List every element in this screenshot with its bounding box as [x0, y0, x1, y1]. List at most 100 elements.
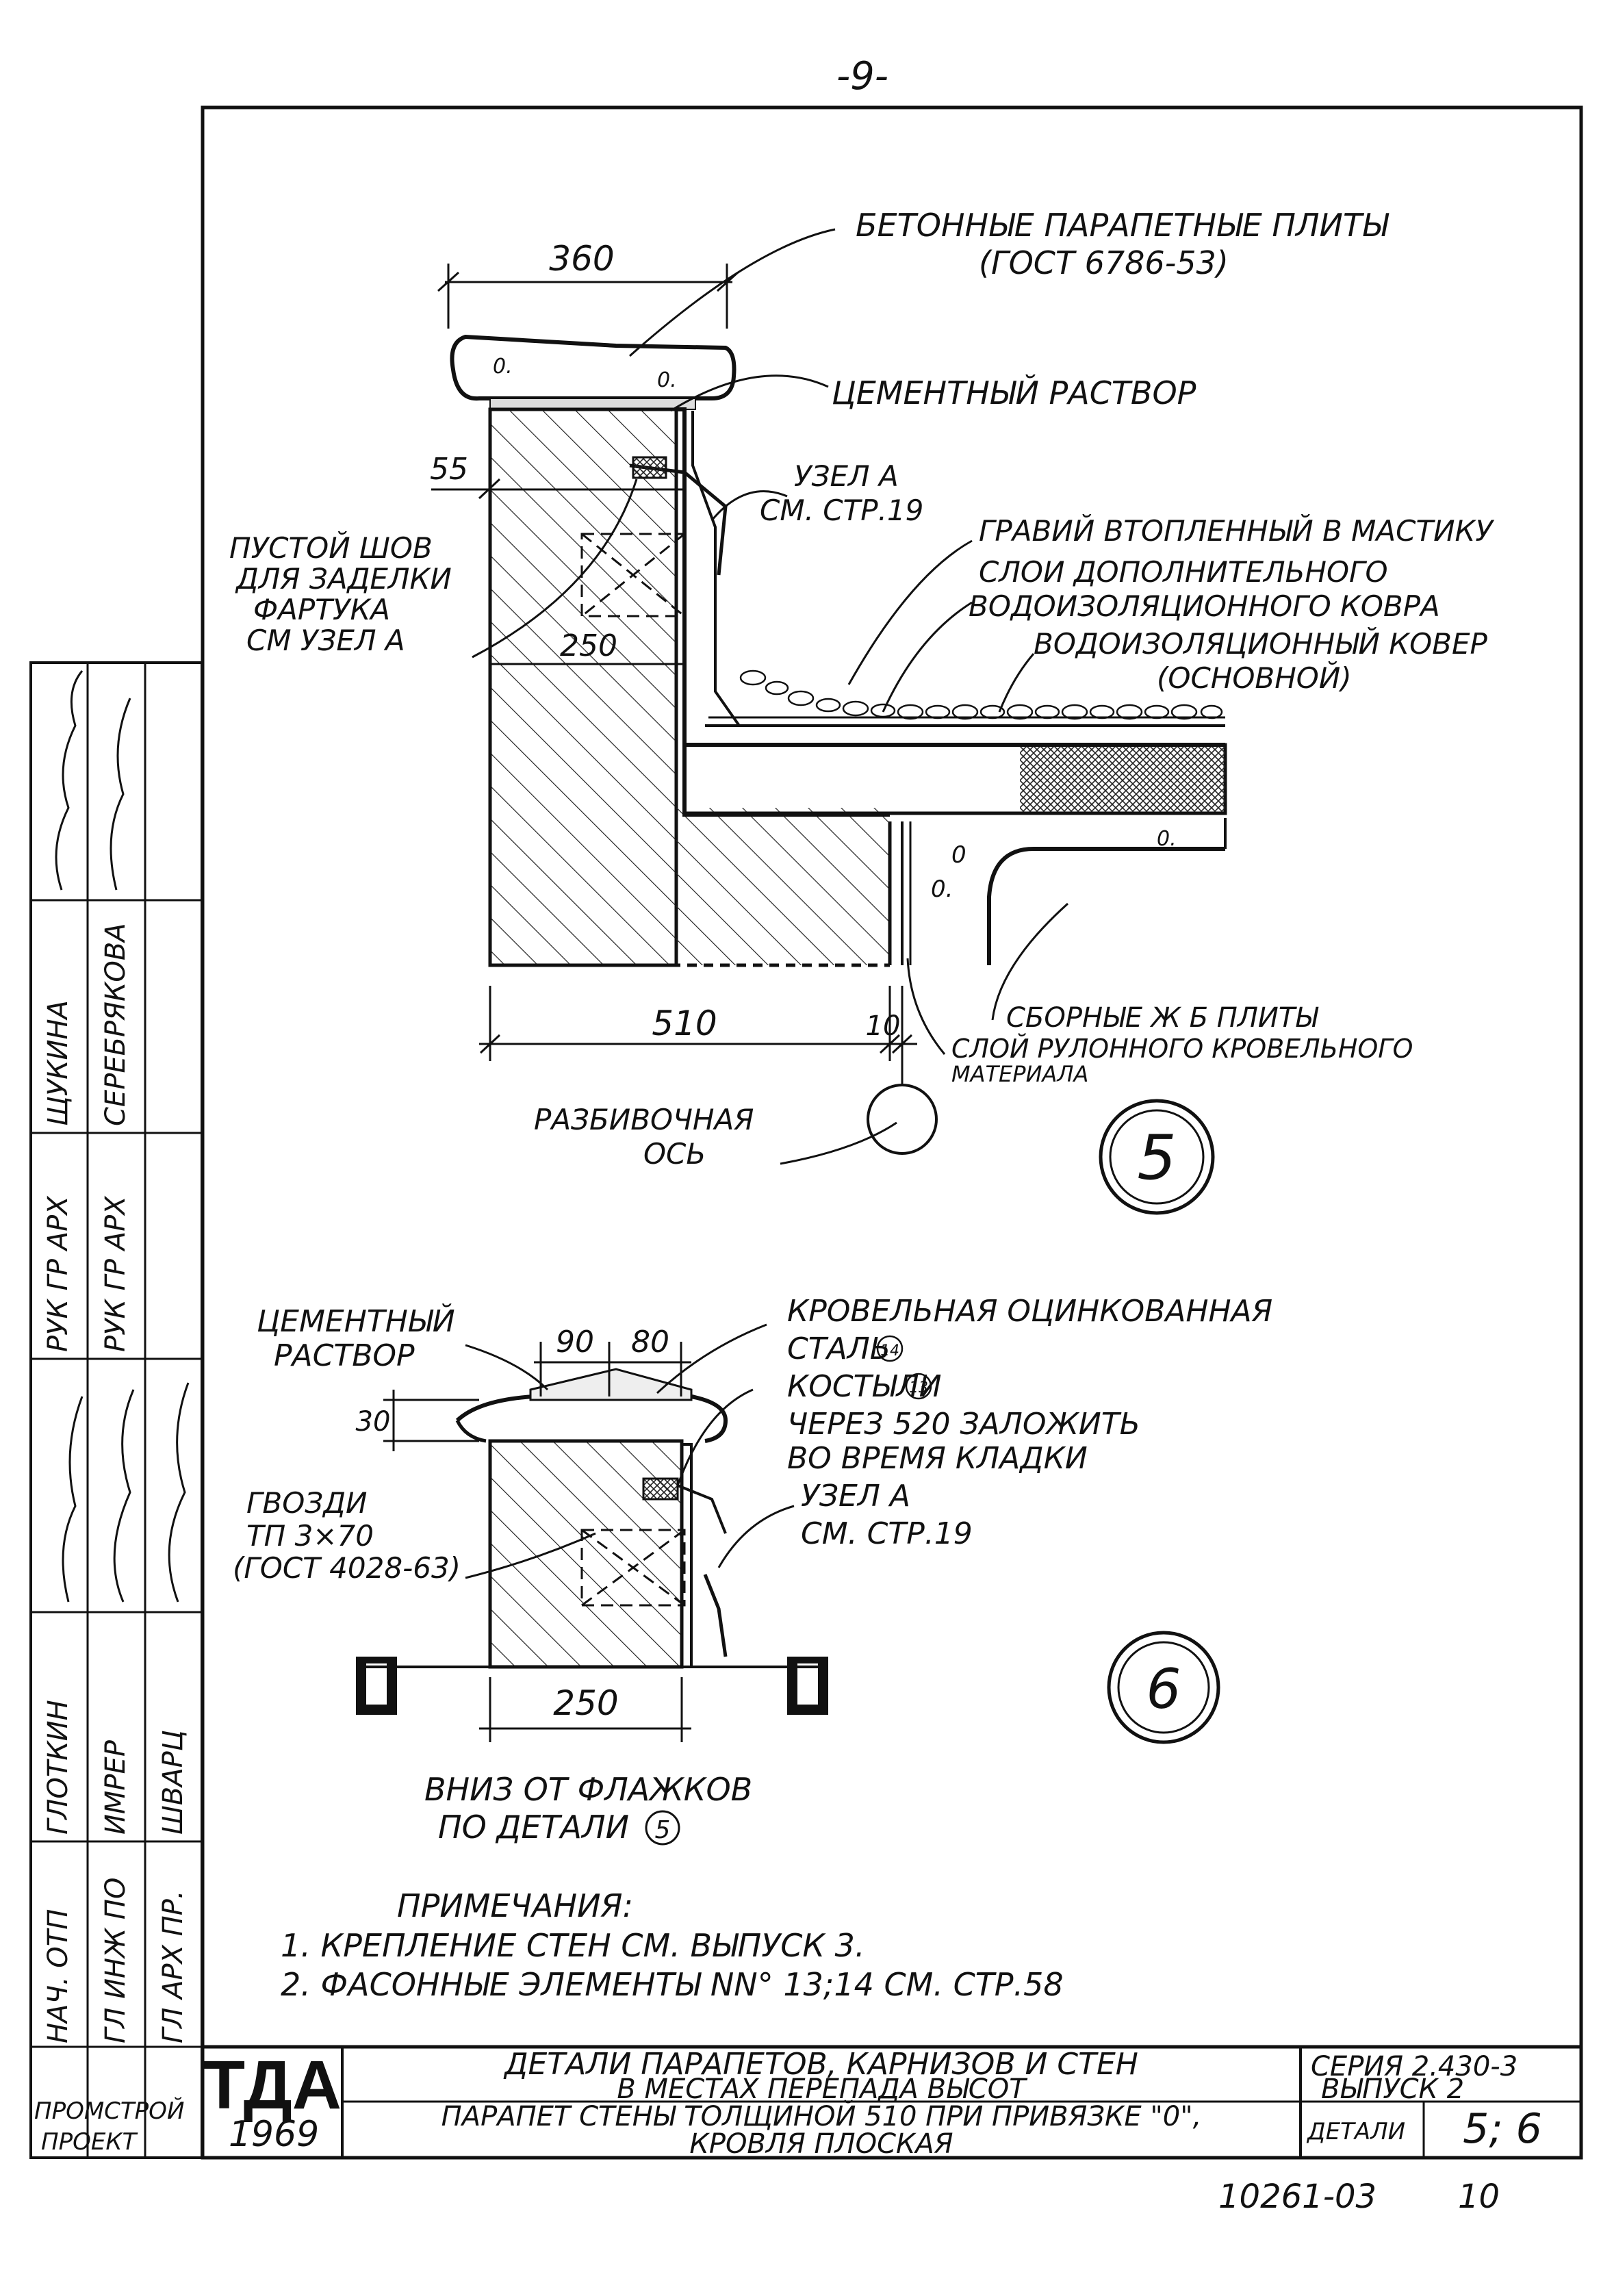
brick-wall [488, 407, 678, 967]
label-cement-6-2: РАСТВОР [274, 1338, 415, 1373]
stamp-name-2: ИМРЕР [100, 1739, 131, 1835]
label-axis: РАЗБИВОЧНАЯ [534, 1103, 754, 1136]
side-stamp: НАЧ. ОТП ГЛ ИНЖ ПО ГЛ АРХ ПР. ГЛОТКИН ИМ… [29, 661, 203, 2159]
cornice-cap [455, 1394, 728, 1443]
signature-3 [62, 1396, 84, 1603]
title-block: ТДА 1969 ДЕТАЛИ ПАРАПЕТОВ, КАРНИЗОВ И СТ… [203, 2045, 1581, 2216]
dim-250: 250 [553, 1683, 618, 1723]
label-steel-ref: 14 [880, 1342, 899, 1360]
label-below-ref: 5 [655, 1816, 671, 1844]
detail-5-marker [1099, 1099, 1215, 1215]
label-below: ВНИЗ ОТ ФЛАЖКОВ [424, 1771, 752, 1808]
axis-marker [867, 1084, 938, 1155]
label-extra-layers-2: ВОДОИЗОЛЯЦИОННОГО КОВРА [969, 589, 1440, 623]
detail-6-number: 6 [1147, 1657, 1181, 1721]
tda-logo: ТДА [203, 2047, 342, 2123]
note-2: 2. ФАСОННЫЕ ЭЛЕМЕНТЫ NN° 13;14 СМ. СТР.5… [281, 1966, 1064, 2003]
dim-joint-offset: 55 [430, 452, 468, 487]
stamp-name-4: ЩУКИНА [42, 1000, 74, 1126]
note-1: 1. КРЕПЛЕНИЕ СТЕН СМ. ВЫПУСК 3. [281, 1927, 865, 1964]
label-node-a-6: УЗЕЛ А [801, 1479, 910, 1514]
svg-text:0.: 0. [931, 876, 953, 903]
label-nails-2: ТП 3×70 [246, 1519, 374, 1553]
detail-6-marker [1107, 1631, 1220, 1744]
label-concrete-slabs-gost: (ГОСТ 6786-53) [979, 244, 1229, 281]
stamp-name-5: СЕРЕБРЯКОВА [100, 923, 131, 1126]
sheet-frame [201, 105, 1583, 2160]
stamp-name-3: ШВАРЦ [157, 1730, 189, 1835]
stamp-name-1: ГЛОТКИН [42, 1700, 74, 1835]
sheet-number: 10 [1458, 2178, 1500, 2216]
svg-text:0: 0 [951, 841, 966, 869]
signature-2 [110, 698, 131, 891]
label-empty-joint-4: СМ УЗЕЛ А [246, 624, 405, 657]
label-main-carpet-2: (ОСНОВНОЙ) [1157, 661, 1352, 695]
mortar-wedge [529, 1368, 693, 1401]
stamp-org: ПРОМСТРОЙ [34, 2097, 184, 2125]
label-axis-2: ОСЬ [643, 1137, 706, 1171]
dim-wall-thickness: 510 [652, 1004, 717, 1043]
signature-5 [168, 1382, 190, 1603]
label-empty-joint-3: ФАРТУКА [253, 593, 390, 626]
stamp-role-2: ГЛ ИНЖ ПО [100, 1878, 131, 2043]
notes-title: ПРИМЕЧАНИЯ: [397, 1887, 633, 1924]
dim-30: 30 [356, 1406, 391, 1438]
dim-cap-width: 360 [549, 239, 614, 279]
insulation [1020, 746, 1225, 812]
title-line-2: В МЕСТАХ ПЕРЕПАДА ВЫСОТ [617, 2074, 1028, 2105]
svg-text:0.: 0. [493, 355, 513, 379]
label-empty-joint-2: ДЛЯ ЗАДЕЛКИ [235, 562, 452, 596]
label-node-a: УЗЕЛ А [794, 459, 899, 493]
subtitle-line-2: КРОВЛЯ ПЛОСКАЯ [689, 2128, 953, 2160]
detail-6: 90 80 30 250 ЦЕМЕНТНЫЙ РАСТВОР КРОВЕЛЬНА… [233, 1294, 1272, 1846]
signature-4 [113, 1389, 135, 1603]
dim-gap: 10 [866, 1010, 901, 1042]
detail-5: 360 0. 0. [229, 207, 1494, 1215]
subtitle-line-1: ПАРАПЕТ СТЕНЫ ТОЛЩИНОЙ 510 ПРИ ПРИВЯЗКЕ … [441, 2100, 1202, 2132]
label-cement-mortar: ЦЕМЕНТНЫЙ РАСТВОР [832, 374, 1196, 411]
label-roll-layer-2: МАТЕРИАЛА [951, 1061, 1088, 1087]
label-steel: КРОВЕЛЬНАЯ ОЦИНКОВАННАЯ [787, 1294, 1272, 1329]
label-gravel: ГРАВИЙ ВТОПЛЕННЫЙ В МАСТИКУ [979, 513, 1494, 548]
wall-lower [676, 808, 890, 965]
series-label: СЕРИЯ 2.430-3 [1311, 2051, 1517, 2082]
title-year: 1969 [229, 2114, 319, 2155]
details-value: 5; 6 [1463, 2105, 1542, 2153]
label-crutches-ref: 13 [909, 1379, 928, 1396]
detail-5-number: 5 [1137, 1122, 1176, 1194]
label-precast-slabs: СБОРНЫЕ Ж Б ПЛИТЫ [1006, 1002, 1319, 1034]
label-steel-2: СТАЛЬ [787, 1331, 891, 1366]
label-empty-joint: ПУСТОЙ ШОВ [229, 531, 433, 565]
label-node-a-ref: СМ. СТР.19 [760, 494, 923, 527]
label-below-2: ПО ДЕТАЛИ [438, 1809, 629, 1846]
stamp-org-2: ПРОЕКТ [41, 2128, 138, 2156]
title-line-1: ДЕТАЛИ ПАРАПЕТОВ, КАРНИЗОВ И СТЕН [503, 2047, 1138, 2082]
label-roll-layer: СЛОЙ РУЛОННОГО КРОВЕЛЬНОГО [951, 1034, 1413, 1064]
issue-label: ВЫПУСК 2 [1321, 2074, 1464, 2105]
label-node-a-6-ref: СМ. СТР.19 [801, 1516, 973, 1551]
stamp-role-3: ГЛ АРХ ПР. [157, 1890, 189, 2043]
sheet-code: 10261-03 [1218, 2178, 1376, 2216]
label-main-carpet: ВОДОИЗОЛЯЦИОННЫЙ КОВЕР [1034, 626, 1488, 661]
dim-parapet-width: 250 [560, 628, 617, 663]
gravel-layer [739, 669, 1223, 720]
signature-1 [55, 670, 84, 891]
stamp-role-5: РУК ГР АРХ [100, 1195, 131, 1352]
label-crutches-2: ЧЕРЕЗ 520 ЗАЛОЖИТЬ [787, 1407, 1140, 1442]
label-cement-6: ЦЕМЕНТНЫЙ [257, 1303, 455, 1339]
ground-flags [356, 1657, 828, 1715]
dim-90: 90 [556, 1325, 594, 1360]
label-nails-3: (ГОСТ 4028-63) [233, 1551, 461, 1585]
page-number: -9- [836, 54, 888, 99]
label-concrete-slabs: БЕТОННЫЕ ПАРАПЕТНЫЕ ПЛИТЫ [856, 207, 1389, 244]
parapet-cap-slab [450, 334, 737, 401]
details-label: ДЕТАЛИ [1306, 2118, 1405, 2145]
dim-80: 80 [631, 1325, 669, 1360]
label-crutches-3: ВО ВРЕМЯ КЛАДКИ [787, 1441, 1088, 1476]
svg-text:0.: 0. [657, 368, 677, 392]
stamp-role-4: РУК ГР АРХ [42, 1195, 74, 1352]
label-nails: ГВОЗДИ [246, 1486, 367, 1520]
stamp-role-1: НАЧ. ОТП [42, 1909, 74, 2043]
label-extra-layers: СЛОИ ДОПОЛНИТЕЛЬНОГО [979, 555, 1388, 589]
